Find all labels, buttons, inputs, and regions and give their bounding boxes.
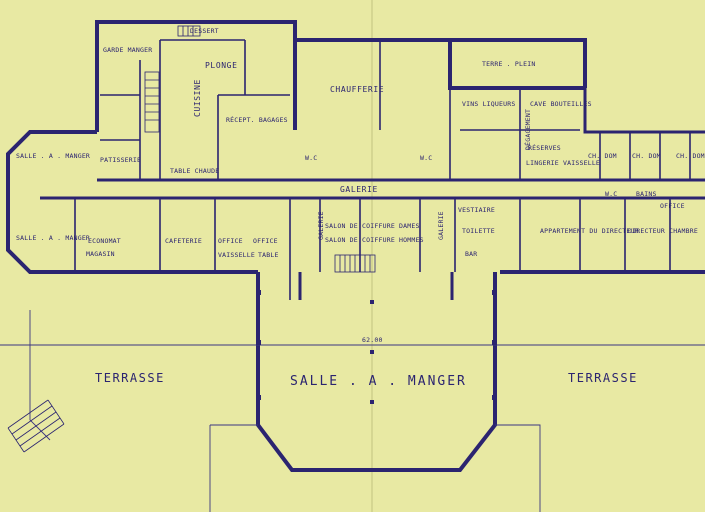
- label-garde-manger: GARDE MANGER: [103, 46, 152, 54]
- label-office: OFFICE: [218, 237, 243, 245]
- label-cave-bouteilles: CAVE BOUTEILLES: [530, 100, 592, 108]
- label-terrasse-left: TERRASSE: [95, 371, 165, 385]
- label-wc-2: W.C: [420, 154, 432, 162]
- label-wc-3: W.C: [605, 190, 617, 198]
- label-terrasse-right: TERRASSE: [568, 371, 638, 385]
- wall-kitchen-inner: [159, 39, 290, 180]
- dining-stairs: [334, 254, 376, 273]
- label-salle-a-manger: SALLE . A . MANGER: [290, 374, 467, 389]
- wall-lower-rooms: [74, 198, 671, 300]
- terrace-stairs: [7, 399, 65, 453]
- label-dessert: DESSERT: [190, 27, 219, 35]
- label-reception-bagages: RÉCEPT. BAGAGES: [226, 115, 288, 124]
- label-reserves: RÉSERVES: [528, 143, 561, 152]
- label-linge-vaisselle: LINGERIE VAISSELLE: [526, 159, 600, 167]
- label-ch-dom-3: CH. DOM: [676, 152, 705, 160]
- label-toilette: TOILETTE: [462, 227, 495, 235]
- wall-dining-entry: [298, 272, 454, 300]
- label-galerie: GALERIE: [340, 185, 378, 194]
- wall-dining-room: [256, 272, 497, 472]
- label-salle-manger-enfants: SALLE . A . MANGER: [16, 152, 90, 160]
- wall-garde-manger: [100, 60, 141, 180]
- label-bar: BAR: [465, 250, 477, 258]
- label-salon-dames: SALON DE COIFFURE DAMES: [325, 222, 420, 230]
- label-dimension: 62.00: [362, 336, 383, 344]
- label-galerie-left: GALERIE: [317, 211, 325, 240]
- label-table-chaude: TABLE CHAUDE: [170, 167, 219, 175]
- label-offices: OFFICE: [253, 237, 278, 245]
- wall-top-wing: [95, 20, 587, 132]
- label-office-right: OFFICE: [660, 202, 685, 210]
- label-directeur-chambre: DIRECTEUR CHAMBRE: [628, 227, 698, 235]
- top-stairs: [177, 25, 201, 37]
- label-cuisine: CUISINE: [193, 79, 202, 117]
- label-salon-hommes: SALON DE COIFFURE HOMMES: [325, 236, 424, 244]
- terrace-outline: [29, 310, 541, 512]
- label-degagement: DÉGAGEMENT: [523, 109, 532, 150]
- wall-dom-rooms: [599, 132, 691, 180]
- label-ch-dom-2: CH. DOM: [632, 152, 661, 160]
- label-table: TABLE: [258, 251, 279, 259]
- label-salle-manger-courriers: SALLE . A . MANGER: [16, 234, 90, 242]
- label-plonge: PLONGE: [205, 61, 238, 70]
- label-bains: BAINS: [636, 190, 657, 198]
- label-magasin: MAGASIN: [86, 250, 115, 258]
- label-galerie-right: GALERIE: [437, 211, 445, 240]
- wall-right-wing-top: [583, 88, 705, 134]
- label-cafeterie: CAFETERIE: [165, 237, 202, 245]
- label-ch-dom-1: CH. DOM: [588, 152, 617, 160]
- label-vins-liqueurs: VINS LIQUEURS: [462, 100, 515, 108]
- kitchen-stairs: [144, 71, 160, 133]
- label-appartement-directeur: APPARTEMENT DU DIRECTEUR: [540, 227, 639, 235]
- label-terre-plein: TERRE . PLEIN: [482, 60, 535, 68]
- label-chaufferie: CHAUFFERIE: [330, 85, 384, 94]
- wall-cellars: [449, 88, 580, 180]
- label-wc-1: W.C: [305, 154, 317, 162]
- label-vestiaire: VESTIAIRE: [458, 206, 495, 214]
- dining-pillars: [256, 290, 497, 404]
- label-vaisselle: VAISSELLE: [218, 251, 255, 259]
- wall-left-wing: [6, 130, 258, 274]
- label-patisserie: PATISSERIE: [100, 156, 141, 164]
- label-economat: ECONOMAT: [88, 237, 121, 245]
